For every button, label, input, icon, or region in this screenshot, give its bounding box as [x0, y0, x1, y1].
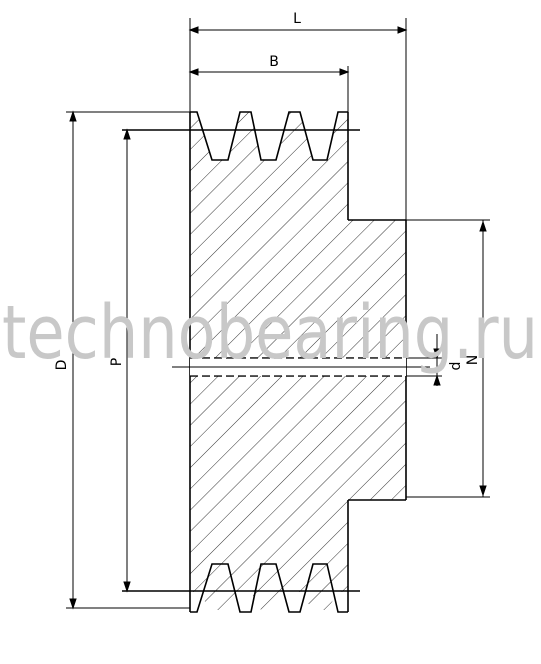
label-N: N [465, 355, 481, 365]
pulley-section-upper [190, 112, 406, 358]
dimension-L [188, 18, 408, 220]
label-D: D [54, 360, 70, 371]
label-P: P [109, 358, 125, 366]
dimension-D [66, 110, 190, 610]
dimension-N [406, 219, 490, 498]
label-B: B [269, 54, 279, 70]
pulley-section-lower [190, 376, 406, 610]
bore [172, 357, 430, 377]
label-d: d [448, 362, 464, 371]
dimension-d [406, 334, 442, 386]
label-L: L [293, 11, 301, 27]
dimension-P [122, 128, 360, 593]
watermark: technobearing.ru [2, 290, 538, 376]
dimension-B [188, 66, 350, 112]
